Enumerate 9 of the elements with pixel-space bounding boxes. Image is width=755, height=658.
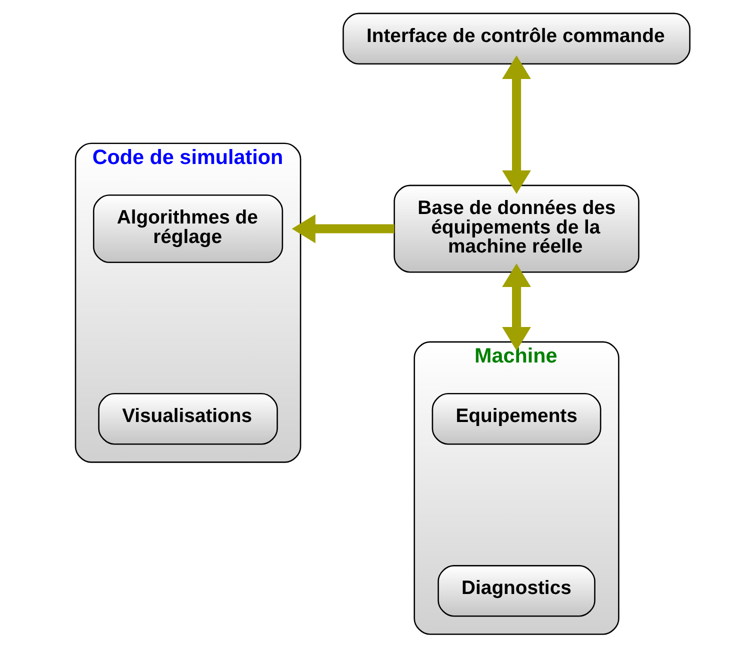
node-box: Algorithmes de réglage [92, 194, 284, 264]
node-box: Interface de contrôle commande [342, 12, 690, 65]
node-box: Base de données des équipements de la machine réelle [394, 184, 640, 273]
node-box: Diagnostics [438, 565, 596, 617]
arrow [292, 214, 394, 244]
node-box: Visualisations [98, 393, 278, 445]
node-box: Equipements [432, 393, 602, 445]
arrow [502, 263, 531, 351]
arrow [502, 55, 531, 194]
